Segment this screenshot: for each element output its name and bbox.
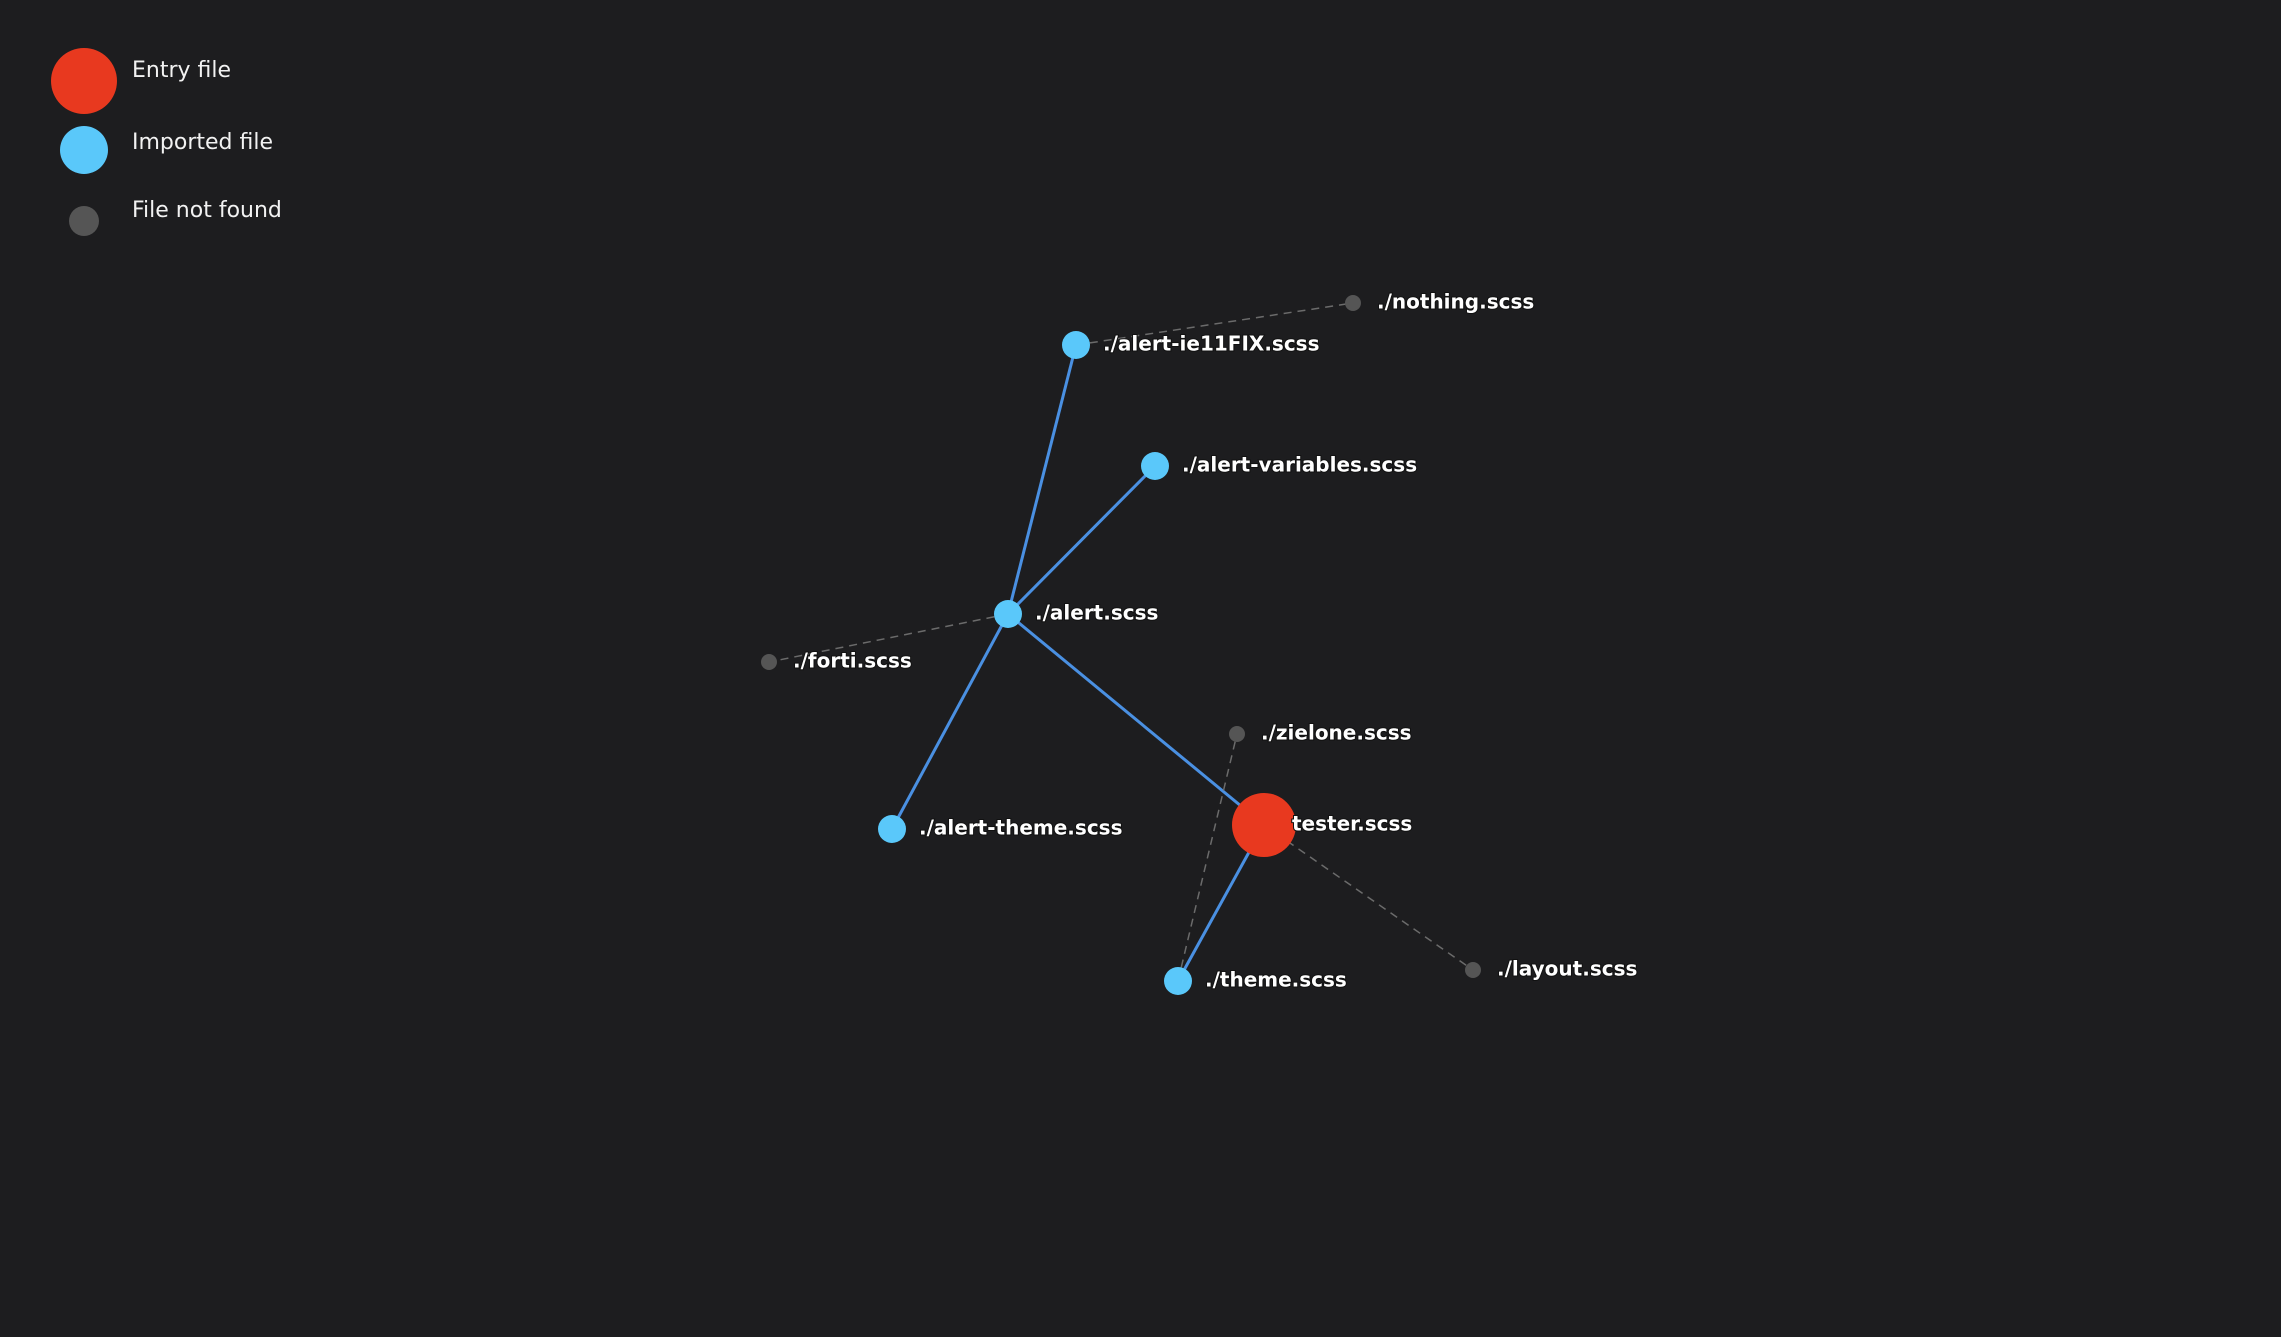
node-label-alert_vars: ./alert-variables.scss — [1182, 453, 1417, 477]
graph-node-alert[interactable]: ./alert.scss — [994, 600, 1159, 628]
graph-node-alert_theme[interactable]: ./alert-theme.scss — [878, 815, 1123, 843]
imported-file-dot-icon — [60, 126, 108, 174]
graph-node-alert_vars[interactable]: ./alert-variables.scss — [1141, 452, 1418, 480]
graph-node-alert_ie11[interactable]: ./alert-ie11FIX.scss — [1062, 331, 1320, 359]
graph-node-layout[interactable]: ./layout.scss — [1465, 956, 1638, 982]
legend-item-file-not-found: File not found — [0, 198, 400, 266]
graph-node-theme[interactable]: ./theme.scss — [1164, 967, 1348, 995]
graph-nodes: tester.scss ./alert.scss ./alert-ie11FIX.s… — [761, 289, 1638, 995]
legend-item-entry-file: Entry file — [0, 48, 400, 114]
edge-alert-to-forti — [768, 613, 1009, 663]
edge-tester-to-layout — [1263, 824, 1474, 971]
node-label-forti: ./forti.scss — [793, 649, 912, 673]
edge-theme-to-zielone — [1177, 733, 1238, 982]
edge-alert-to-alert_theme — [890, 613, 1010, 830]
graph-edges — [768, 302, 1474, 982]
file-not-found-dot-icon — [69, 206, 99, 236]
graph-node-tester[interactable]: tester.scss — [1232, 793, 1413, 857]
edge-alert_ie11-to-nothing — [1075, 302, 1354, 346]
node-circle-alert_vars[interactable] — [1141, 452, 1169, 480]
node-label-layout: ./layout.scss — [1497, 957, 1637, 981]
node-label-alert: ./alert.scss — [1035, 601, 1158, 625]
node-circle-alert_theme[interactable] — [878, 815, 906, 843]
node-circle-alert_ie11[interactable] — [1062, 331, 1090, 359]
node-label-theme: ./theme.scss — [1205, 968, 1347, 992]
node-label-alert_ie11: ./alert-ie11FIX.scss — [1103, 332, 1319, 356]
edge-alert-to-alert_vars — [1006, 464, 1157, 616]
legend-label-file-not-found: File not found — [132, 198, 282, 223]
legend: Entry file Imported file File not found — [0, 0, 400, 260]
node-circle-layout[interactable] — [1465, 962, 1481, 978]
graph-node-forti[interactable]: ./forti.scss — [761, 648, 913, 674]
node-label-alert_theme: ./alert-theme.scss — [919, 816, 1122, 840]
node-circle-zielone[interactable] — [1229, 726, 1245, 742]
graph-node-zielone[interactable]: ./zielone.scss — [1229, 720, 1413, 746]
node-circle-nothing[interactable] — [1345, 295, 1361, 311]
node-label-nothing: ./nothing.scss — [1377, 290, 1534, 314]
node-circle-forti[interactable] — [761, 654, 777, 670]
edge-alert-to-alert_ie11 — [1006, 344, 1078, 615]
node-circle-theme[interactable] — [1164, 967, 1192, 995]
node-label-tester: tester.scss — [1292, 812, 1412, 836]
node-label-zielone: ./zielone.scss — [1261, 721, 1412, 745]
entry-file-dot-icon — [51, 48, 117, 114]
legend-label-entry-file: Entry file — [132, 58, 232, 83]
legend-label-imported-file: Imported file — [132, 130, 274, 155]
graph-node-nothing[interactable]: ./nothing.scss — [1345, 289, 1535, 315]
node-circle-alert[interactable] — [994, 600, 1022, 628]
node-circle-tester[interactable] — [1232, 793, 1296, 857]
legend-item-imported-file: Imported file — [0, 126, 400, 186]
edge-tester-to-alert — [1007, 612, 1265, 827]
